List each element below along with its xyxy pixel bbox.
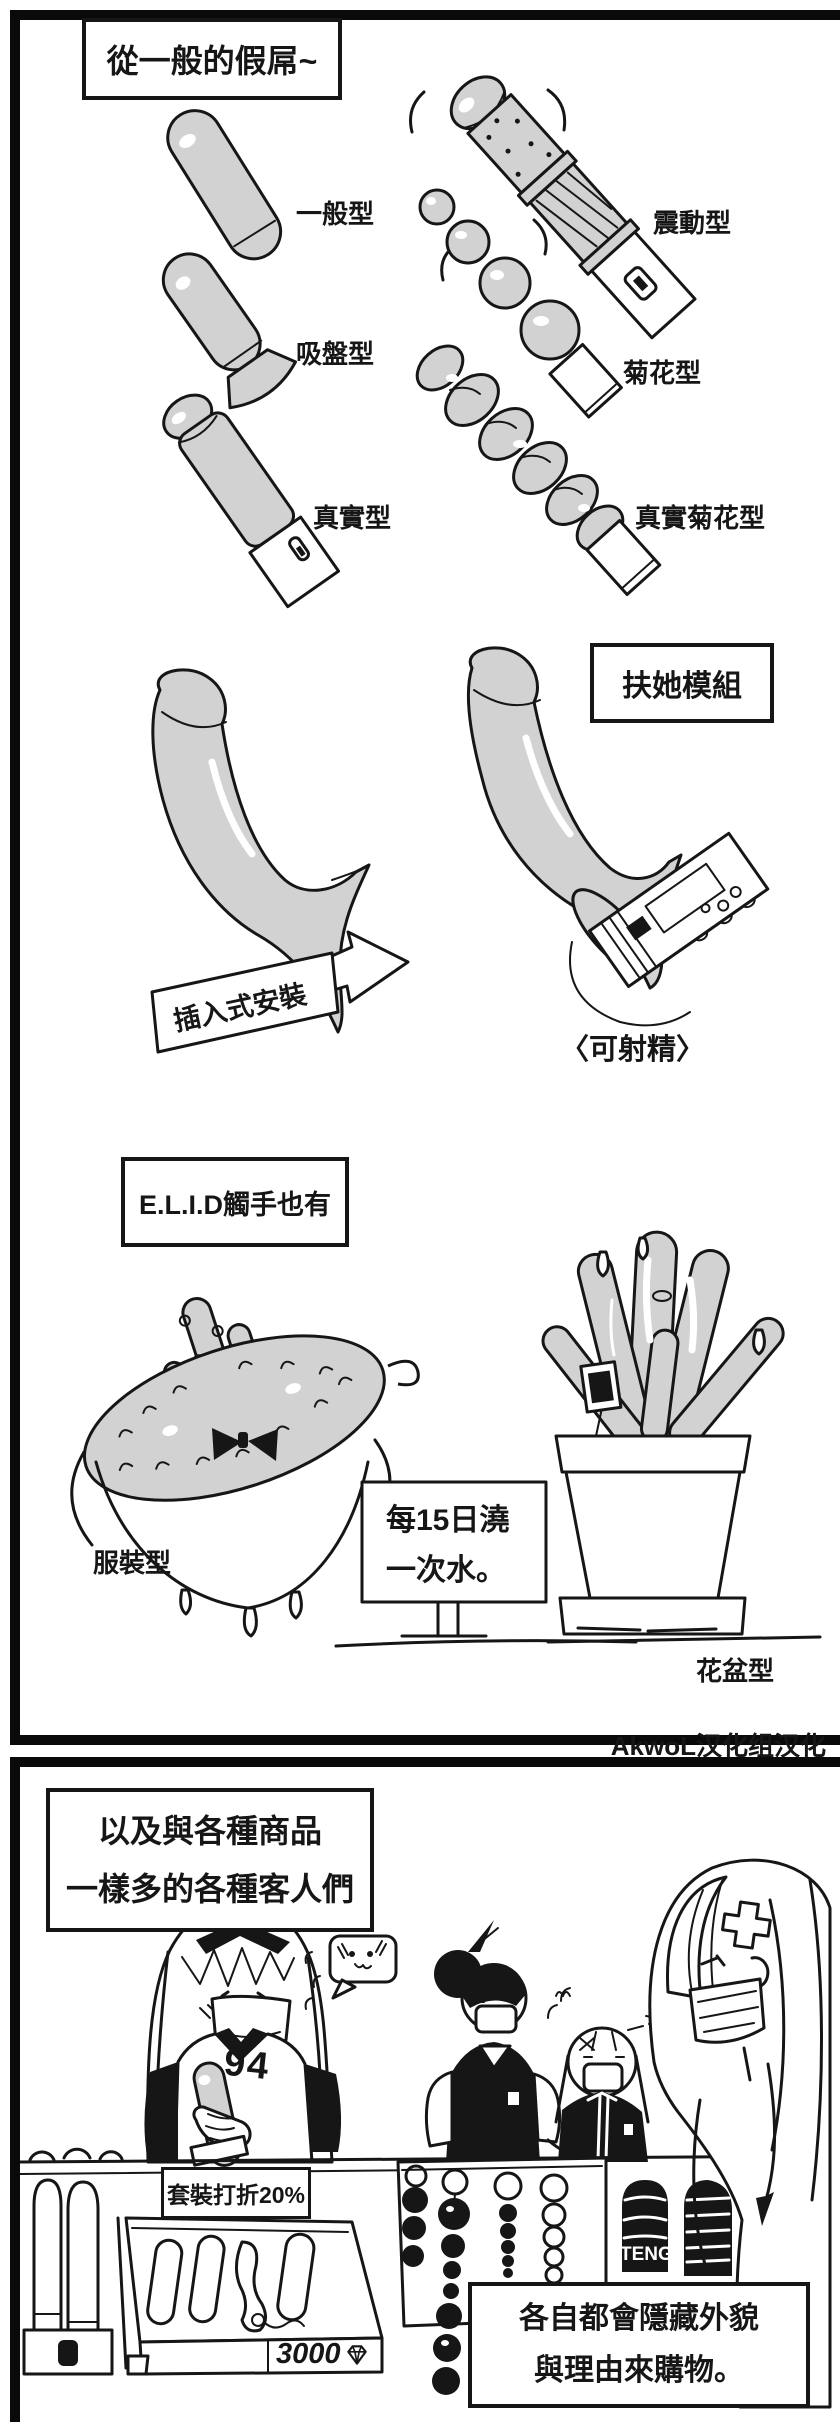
label-flower-pot-type: 花盆型 <box>696 1656 775 1686</box>
elid-tentacle-box: E.L.I.D觸手也有 <box>121 1157 349 1247</box>
label-normal-type: 一般型 <box>296 199 375 229</box>
panel2-caption-line1: 各自都會隱藏外貌 <box>519 2302 759 2335</box>
watering-sign-line2: 一次水。 <box>386 1554 506 1587</box>
diamond-icon <box>346 2344 367 2365</box>
label-vibration-type: 震動型 <box>653 208 732 238</box>
tenga-label: TENG <box>620 2244 673 2265</box>
tenga-items-illustration <box>622 2180 732 2276</box>
sleeve-dildo-open-illustration <box>151 668 371 1034</box>
watering-sign-illustration <box>334 1480 822 1648</box>
panel2-title-box: 以及與各種商品 一樣多的各種客人們 <box>46 1788 374 1932</box>
futa-module-box: 扶她模組 <box>590 643 774 723</box>
jersey-number: 94 <box>221 2041 273 2089</box>
left-shelf-dildos <box>22 2178 114 2376</box>
discount-sign: 套裝打折20% <box>161 2167 311 2219</box>
realistic-dildo-illustration <box>162 393 341 609</box>
normal-dildo-illustration <box>166 109 283 261</box>
label-realistic-chrysanthemum-type: 真實菊花型 <box>635 503 766 533</box>
panel2-caption-line2: 與理由來購物。 <box>534 2354 744 2387</box>
futa-sleeve-dildo-illustration <box>466 646 770 1027</box>
price-value: 3000 <box>276 2338 341 2370</box>
suction-dildo-illustration <box>161 252 298 410</box>
label-realistic-type: 真實型 <box>313 503 392 533</box>
vibrator-illustration <box>409 75 697 340</box>
panel1-title: 從一般的假屌~ <box>106 43 318 79</box>
elid-tentacle-title: E.L.I.D觸手也有 <box>138 1189 331 1220</box>
flower-pot-rim <box>554 1434 752 1474</box>
label-chrysanthemum-type: 菊花型 <box>623 358 702 388</box>
translation-credit: AkwoL汉化组汉化 <box>610 1731 826 1761</box>
insert-install-banner-shape <box>150 951 340 1054</box>
label-suction-type: 吸盤型 <box>296 339 375 369</box>
panel2-title-line2: 一樣多的各種客人們 <box>65 1871 354 1907</box>
flower-pot-saucer <box>558 1596 747 1636</box>
watering-sign-text: 每15日澆 一次水。 <box>386 1496 509 1596</box>
flower-pot-body <box>564 1470 742 1600</box>
realistic-chrysanthemum-illustration <box>415 344 662 597</box>
price-tag: 3000 <box>276 2338 370 2371</box>
label-clothing-type: 服裝型 <box>93 1548 172 1578</box>
tentacle-plant-illustration <box>541 1230 785 1636</box>
display-case-illustration <box>116 2216 384 2376</box>
watering-sign-line1: 每15日澆 <box>386 1504 510 1537</box>
panel2-caption-box: 各自都會隱藏外貌 與理由來購物。 <box>468 2282 810 2408</box>
small-customer-illustration <box>547 1987 656 2162</box>
staff-bun-illustration <box>424 1920 576 2162</box>
panel1-title-box: 從一般的假屌~ <box>82 18 342 100</box>
speech-bubble-blush-face <box>304 1934 398 2010</box>
discount-sign-text: 套裝打折20% <box>166 2182 306 2208</box>
futa-module-title: 扶她模組 <box>622 670 742 703</box>
tentacle-panty-illustration <box>70 1297 420 1638</box>
shopkeeper-94-illustration <box>144 1900 342 2167</box>
anal-beads-illustration <box>418 188 623 419</box>
tall-customer-illustration <box>648 1858 832 2409</box>
panel2-title-line1: 以及與各種商品 <box>97 1813 322 1849</box>
can-ejaculate-label: 〈可射精〉 <box>560 1034 706 1066</box>
battery-module-illustration <box>588 831 770 989</box>
